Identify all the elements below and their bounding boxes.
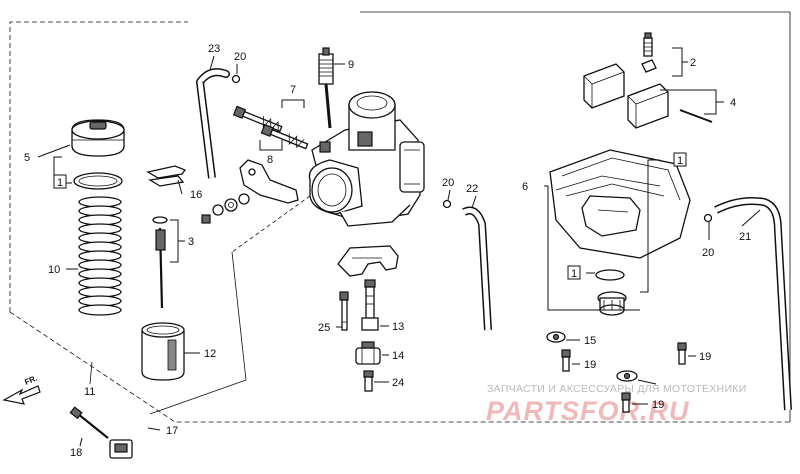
part-tube-clip-20a bbox=[231, 74, 241, 84]
callout-20a: 20 bbox=[234, 51, 246, 63]
part-top-cap bbox=[71, 119, 125, 157]
callout-9: 9 bbox=[348, 59, 354, 71]
part-clamp-bolt bbox=[69, 406, 109, 439]
callout-15: 15 bbox=[584, 335, 596, 347]
callout-1-cap-ring: 1 bbox=[57, 177, 63, 189]
callout-14: 14 bbox=[392, 350, 404, 362]
part-spring bbox=[78, 196, 122, 316]
callout-3: 3 bbox=[188, 236, 194, 248]
watermark-brand: PARTSFOR.RU bbox=[486, 396, 690, 426]
callout-24: 24 bbox=[392, 377, 404, 389]
part-idle-screw-set bbox=[201, 193, 250, 224]
callout-4: 4 bbox=[730, 97, 736, 109]
callout-7: 7 bbox=[290, 84, 296, 96]
part-mount-screw-15 bbox=[546, 331, 566, 343]
watermark-tagline: ЗАПЧАСТИ И АКСЕССУАРЫ ДЛЯ МОТОТЕХНИКИ bbox=[487, 383, 747, 395]
part-screw-19a bbox=[561, 349, 571, 372]
callout-23: 23 bbox=[208, 43, 220, 55]
part-jet-needle bbox=[152, 216, 168, 309]
callout-12: 12 bbox=[204, 348, 216, 360]
part-float-inserts bbox=[583, 63, 713, 129]
part-pilot-jet bbox=[363, 370, 374, 392]
callout-11: 11 bbox=[84, 386, 95, 398]
callout-19b: 19 bbox=[699, 351, 711, 363]
part-overflow-tube bbox=[714, 197, 792, 411]
callout-2: 2 bbox=[690, 57, 696, 69]
callout-8: 8 bbox=[267, 154, 273, 166]
callout-20c: 20 bbox=[702, 247, 714, 259]
part-jet-holder bbox=[355, 341, 381, 365]
part-needle-clip bbox=[146, 165, 187, 187]
part-bowl-drain-plug bbox=[597, 291, 627, 316]
callout-10: 10 bbox=[48, 264, 60, 276]
front-direction-arrow-icon: FR. bbox=[2, 374, 41, 405]
callout-5: 5 bbox=[24, 152, 30, 164]
callout-1-bowl-gasket: 1 bbox=[677, 155, 683, 167]
part-float bbox=[337, 245, 399, 277]
part-mount-screw-15b bbox=[616, 370, 638, 382]
callout-18: 18 bbox=[70, 447, 82, 459]
part-screw-19c bbox=[621, 392, 631, 413]
part-needle-jet bbox=[361, 279, 379, 331]
part-throttle-stop-plate bbox=[239, 159, 299, 204]
callout-17: 17 bbox=[166, 425, 178, 437]
part-vent-tube-upper bbox=[196, 68, 230, 179]
part-o-ring-cap bbox=[73, 172, 123, 190]
callout-21: 21 bbox=[739, 231, 751, 243]
callout-19a: 19 bbox=[584, 359, 596, 371]
callout-1-bowl-ring: 1 bbox=[571, 268, 577, 280]
part-clamp-band bbox=[102, 398, 150, 459]
part-o-ring-bowl bbox=[595, 269, 625, 281]
part-tube-clip-20c bbox=[703, 213, 713, 223]
part-screw-19b bbox=[677, 342, 687, 365]
part-tube-clip-20b bbox=[442, 199, 452, 209]
part-throttle-valve bbox=[141, 322, 185, 381]
part-drain-tube-middle bbox=[462, 206, 492, 331]
part-carburetor-body bbox=[308, 91, 425, 227]
front-label: FR. bbox=[23, 374, 38, 387]
callout-20b: 20 bbox=[442, 177, 454, 189]
part-starter-plunger bbox=[318, 47, 334, 129]
leader-lines bbox=[37, 47, 761, 447]
callout-16: 16 bbox=[190, 189, 202, 201]
part-adjust-screws bbox=[232, 105, 309, 150]
assembly-frame bbox=[9, 11, 791, 423]
callout-25: 25 bbox=[318, 322, 330, 334]
callout-13: 13 bbox=[392, 321, 404, 333]
part-pilot-screw bbox=[641, 32, 657, 73]
callout-19c: 19 bbox=[652, 399, 664, 411]
part-float-bowl bbox=[549, 149, 691, 259]
callout-6: 6 bbox=[522, 181, 528, 193]
part-main-jet bbox=[339, 291, 349, 331]
callout-22: 22 bbox=[466, 183, 478, 195]
